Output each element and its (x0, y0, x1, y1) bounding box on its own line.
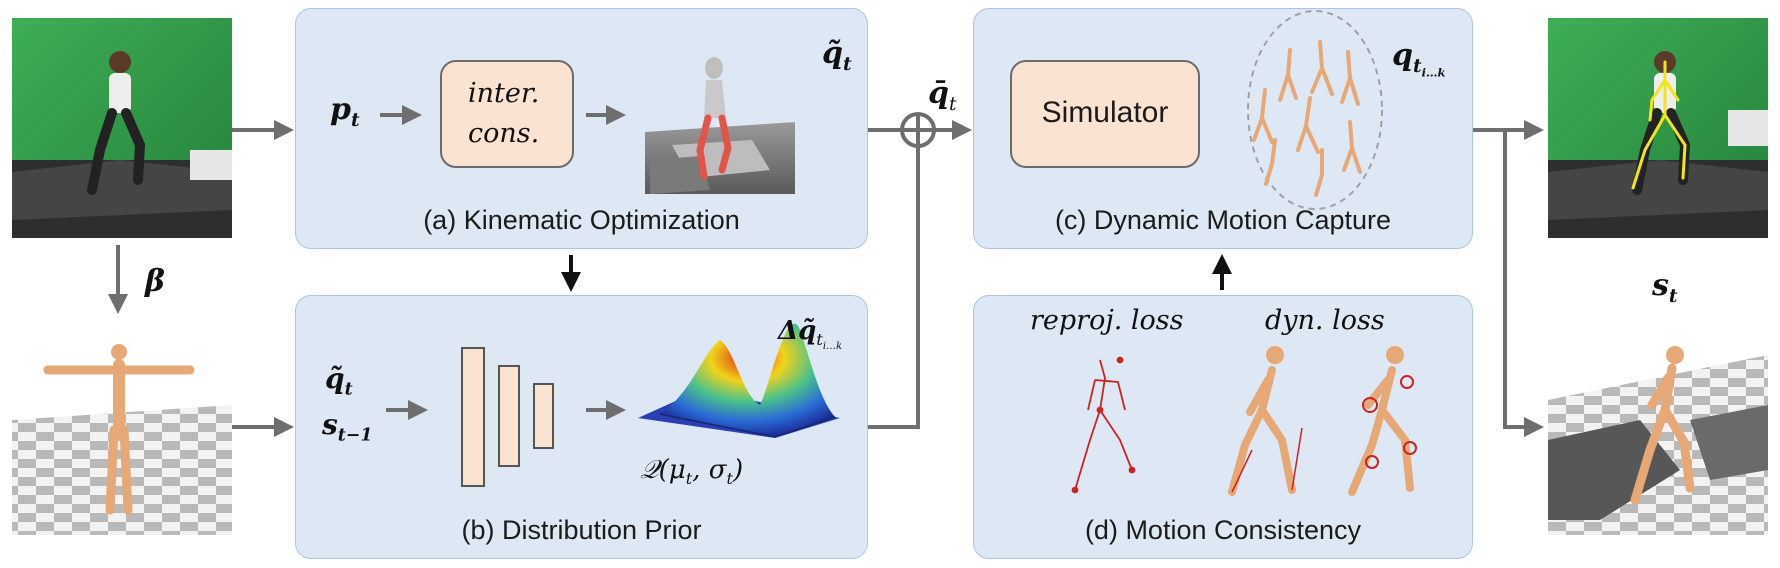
network-layers-icon (461, 347, 554, 487)
cons-label: cons. (468, 118, 540, 149)
inter-label: inter. (468, 78, 540, 109)
video-frame-output-icon (1548, 18, 1768, 238)
reprojection-loss-label: reproj. loss (1030, 305, 1184, 336)
output-q-tilde-label: q̃t (822, 36, 852, 75)
simulator-label: Simulator (1041, 96, 1169, 129)
dynamic-loss-label: dyn. loss (1265, 305, 1385, 336)
black-arrows (561, 254, 1232, 292)
gaussian-surface-icon (638, 323, 840, 438)
s-t-label: st (1652, 268, 1678, 307)
caption-distribution-prior: (b) Distribution Prior (461, 515, 702, 545)
input-p-label: pt (330, 92, 360, 131)
dynamic-loss-figure-right-icon (1348, 346, 1417, 496)
interaction-constraints-box (440, 60, 574, 168)
mesh-on-terrain-icon (645, 57, 795, 194)
dynamic-loss-figure-left-icon (1228, 346, 1303, 496)
reprojection-skeleton-icon (1071, 356, 1136, 494)
output-q-samples-label: qti…k (1392, 38, 1446, 80)
motion-samples-icon (1247, 10, 1383, 210)
input-s-prev-label: st−1 (322, 408, 373, 446)
input-q-tilde-label: q̃t (325, 362, 353, 400)
simulated-character-icon (1548, 346, 1768, 535)
simulator-box (1010, 60, 1200, 168)
video-frame-input-icon (12, 18, 232, 238)
body-shape-icon (12, 344, 232, 535)
flow-arrows (108, 105, 1544, 437)
caption-dynamic-motion-capture: (c) Dynamic Motion Capture (1054, 205, 1392, 235)
panel-motion-consistency (973, 295, 1473, 559)
caption-motion-consistency: (d) Motion Consistency (1084, 515, 1362, 545)
beta-label: β (145, 264, 165, 299)
delta-q-label: Δq̃ti…k (778, 316, 843, 353)
sum-node-icon (900, 112, 936, 148)
caption-kinematic-optimization: (a) Kinematic Optimization (423, 205, 740, 235)
q-bar-label: q̄t (928, 76, 957, 115)
distribution-label: 𝒬(μt, σt) (640, 455, 744, 489)
